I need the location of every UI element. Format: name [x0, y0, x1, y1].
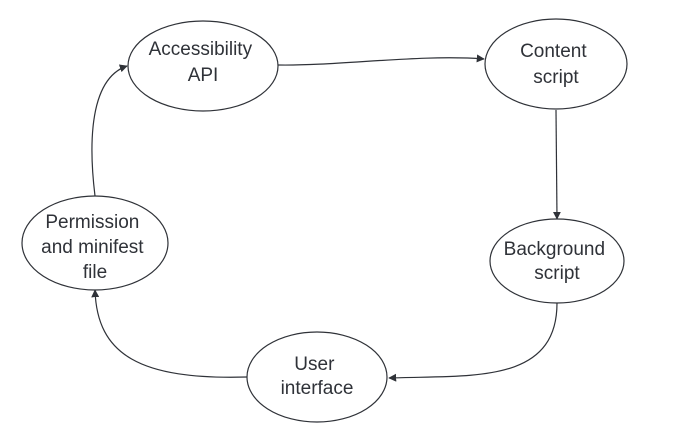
- node-accessibility-api-label: Accessibility API: [149, 39, 258, 86]
- edge-background-to-user-interface: [388, 302, 558, 382]
- node-background-script: Background script: [489, 218, 625, 304]
- edge-permission-to-accessibility: [91, 64, 128, 197]
- edge-accessibility-to-content: [277, 54, 485, 66]
- node-accessibility-api-ellipse: [127, 20, 279, 112]
- node-user-interface: User interface: [246, 331, 388, 423]
- node-permission-manifest-label: Permission and minifest file: [41, 212, 149, 283]
- node-permission-manifest: Permission and minifest file: [21, 195, 169, 291]
- edge-content-to-background: [552, 109, 561, 220]
- node-accessibility-api-line-1: Accessibility: [149, 39, 253, 60]
- node-content-script-ellipse: [484, 18, 628, 110]
- node-permission-manifest-line-3: file: [83, 262, 107, 283]
- node-user-interface-line-2: interface: [281, 378, 354, 399]
- node-user-interface-line-1: User: [294, 354, 335, 375]
- node-user-interface-label: User interface: [281, 354, 354, 399]
- node-background-script-ellipse: [489, 218, 625, 304]
- node-content-script-line-2: script: [533, 67, 579, 88]
- node-content-script-label: Content script: [520, 41, 592, 88]
- node-permission-manifest-ellipse: [21, 195, 169, 291]
- node-accessibility-api: Accessibility API: [127, 20, 279, 112]
- node-accessibility-api-line-2: API: [188, 65, 219, 86]
- node-permission-manifest-line-2: and minifest: [41, 237, 144, 258]
- node-content-script-line-1: Content: [520, 41, 587, 62]
- node-content-script: Content script: [484, 18, 628, 110]
- node-background-script-line-1: Background: [504, 239, 605, 260]
- edge-user-interface-to-permission: [91, 289, 248, 378]
- node-user-interface-ellipse: [246, 331, 388, 423]
- node-background-script-line-2: script: [534, 263, 580, 284]
- node-permission-manifest-line-1: Permission: [45, 212, 139, 233]
- node-background-script-label: Background script: [504, 239, 611, 284]
